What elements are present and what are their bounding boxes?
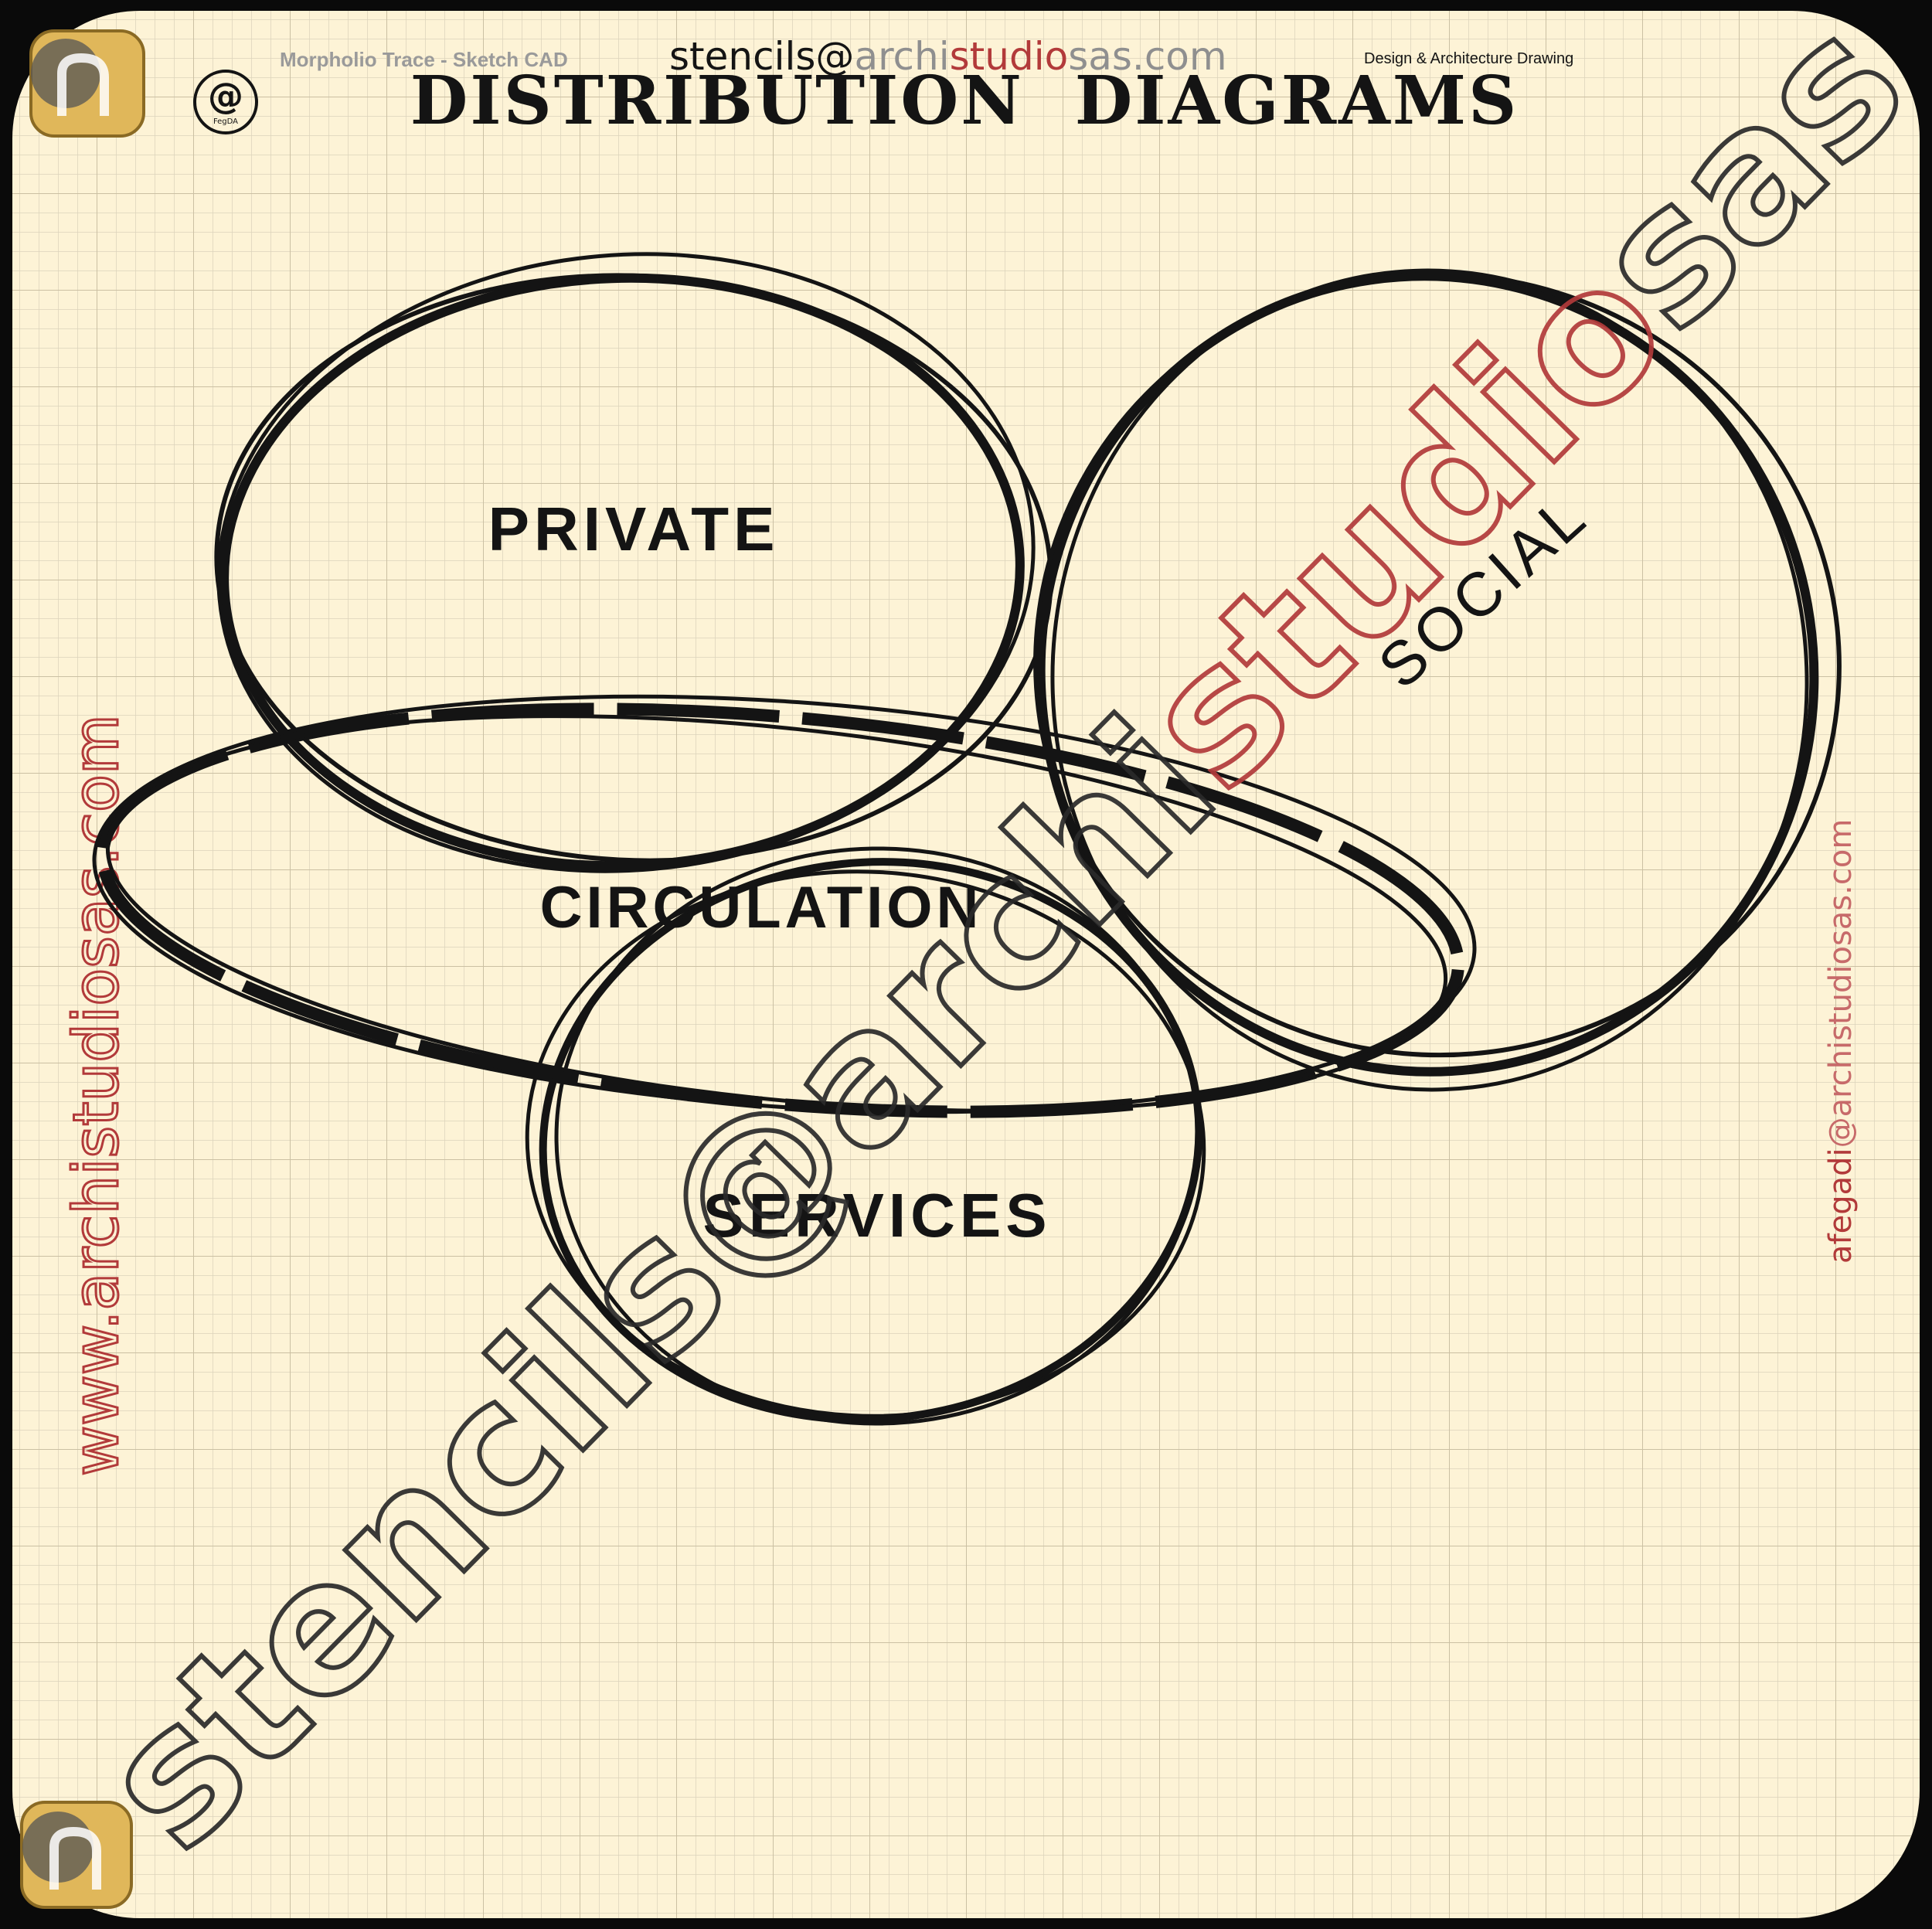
private-label: PRIVATE <box>488 495 780 563</box>
services-label: SERVICES <box>702 1181 1051 1250</box>
grid <box>12 11 1920 1918</box>
circulation-zone <box>92 694 1477 1118</box>
header: @ FegDA Morpholio Trace - Sketch CAD ste… <box>29 29 1573 140</box>
badge-symbol: @ <box>208 75 243 117</box>
page-title: DISTRIBUTION DIAGRAMS <box>410 62 1519 140</box>
app-logo-top[interactable] <box>29 29 145 138</box>
app-name: Morpholio Trace - Sketch CAD <box>280 48 568 71</box>
social-zone <box>1033 268 1842 1092</box>
badge-icon: @ FegDA <box>193 70 258 134</box>
private-zone <box>214 252 1053 873</box>
circulation-label: CIRCULATION <box>540 875 983 941</box>
tagline: Design & Architecture Drawing <box>1364 50 1573 67</box>
side-url-left: www.archistudiosas.com <box>60 714 132 1476</box>
app-logo-bottom[interactable] <box>20 1801 133 1909</box>
side-email-right: afegadi@archistudiosas.com <box>1823 819 1859 1264</box>
badge-small: FegDA <box>213 117 238 126</box>
header-email[interactable]: stencils@archistudiosas.com <box>669 34 1227 79</box>
services-zone <box>525 846 1206 1426</box>
